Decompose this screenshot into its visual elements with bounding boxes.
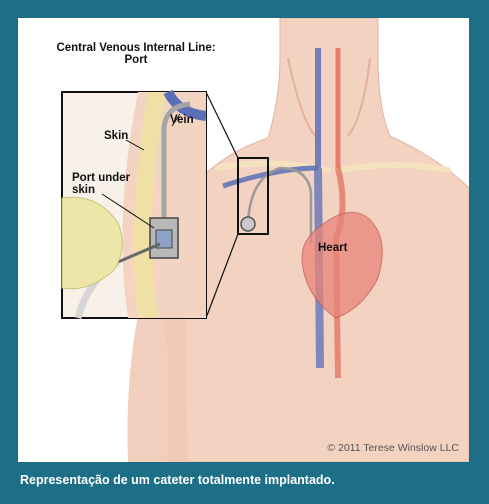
label-port-line2: skin [72, 184, 96, 196]
inset-gloved-hand [61, 196, 123, 290]
port-illustration [61, 18, 469, 462]
heart-shape [301, 211, 383, 319]
inset-vein [163, 89, 207, 121]
catheter-body [246, 166, 313, 243]
clavicle-right [337, 162, 451, 173]
zoom-highlight-box [237, 157, 269, 235]
label-skin: Skin [104, 130, 129, 142]
label-port: Port under skin [72, 172, 130, 196]
figure-panel: Central Venous Internal Line: Port Skin … [18, 18, 469, 462]
figure-title-line1: Central Venous Internal Line: [56, 42, 216, 54]
port-body-marker [240, 216, 256, 232]
figure-title: Central Venous Internal Line: Port [56, 42, 216, 66]
label-heart: Heart [318, 242, 348, 254]
copyright-notice: © 2011 Terese Winslow LLC [327, 442, 459, 454]
inset-content [61, 89, 207, 319]
inset-needle [117, 242, 161, 264]
label-port-line1: Port under [72, 172, 131, 184]
figure-title-line2: Port [124, 54, 148, 66]
inset-catheter [161, 101, 191, 218]
figure-caption: Representação de um cateter totalmente i… [20, 473, 335, 487]
subclavian-vein [222, 165, 319, 189]
label-vein: Vein [170, 114, 194, 126]
